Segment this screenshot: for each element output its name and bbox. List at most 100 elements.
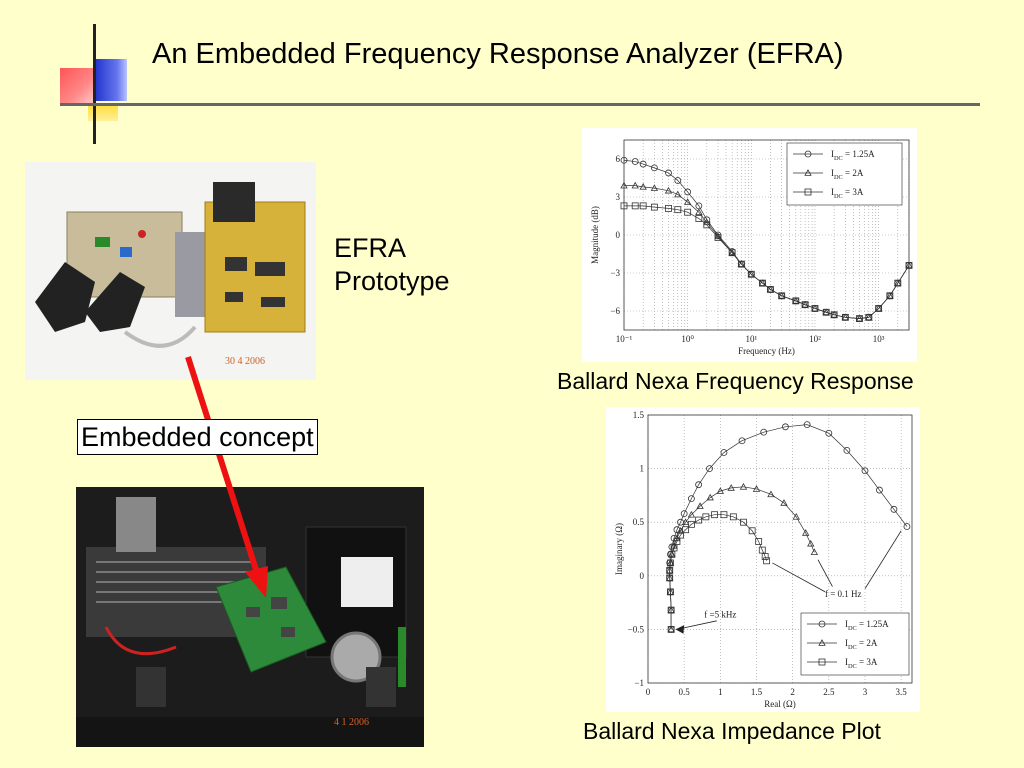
data-point <box>716 487 725 494</box>
data-point <box>702 513 710 521</box>
data-point <box>666 574 674 582</box>
data-point <box>729 513 737 521</box>
data-point <box>695 516 703 524</box>
y-axis-label: Magnitude (dB) <box>590 206 600 264</box>
data-point <box>650 184 659 191</box>
data-point <box>758 279 767 286</box>
series-square <box>620 202 913 323</box>
data-point <box>748 527 756 535</box>
data-point <box>830 311 838 319</box>
legend-marker <box>818 620 826 628</box>
data-point <box>703 221 711 229</box>
data-point <box>747 270 755 278</box>
data-point <box>687 520 695 528</box>
data-point <box>843 446 851 454</box>
data-point <box>737 260 746 267</box>
data-point <box>720 511 728 519</box>
x-tick-label: 10⁻¹ <box>616 334 633 344</box>
data-point <box>684 208 692 216</box>
legend-label: IDC = 2A <box>831 168 864 181</box>
data-point <box>807 539 815 547</box>
data-point <box>706 493 714 501</box>
data-point <box>695 481 703 489</box>
x-axis-label: Frequency (Hz) <box>738 346 795 356</box>
x-tick-label: 10¹ <box>745 334 757 344</box>
data-point <box>810 548 819 556</box>
legend-marker <box>818 658 826 666</box>
data-point <box>792 513 800 520</box>
prototype-label-line2: Prototype <box>334 266 450 296</box>
data-point <box>728 249 736 257</box>
x-tick-label: 10³ <box>873 334 885 344</box>
data-point <box>687 495 695 503</box>
data-point <box>650 164 658 172</box>
data-point <box>639 183 647 190</box>
y-tick-label: 0 <box>616 230 621 240</box>
data-point <box>711 511 718 519</box>
data-point <box>761 553 769 560</box>
data-point <box>875 305 883 312</box>
data-point <box>801 301 809 309</box>
data-point <box>782 423 789 431</box>
data-point <box>894 279 902 287</box>
data-point <box>696 502 704 509</box>
annotation-0-1hz: f = 0.1 Hz <box>825 589 862 599</box>
legend-label: IDC = 3A <box>831 187 864 200</box>
data-point <box>667 625 675 633</box>
data-point <box>677 531 684 539</box>
series-line <box>669 424 908 630</box>
data-point <box>890 505 898 513</box>
y-tick-label: 6 <box>616 154 621 164</box>
x-tick-label: 2 <box>790 687 795 697</box>
data-point <box>665 205 672 212</box>
data-point <box>664 186 673 194</box>
prototype-label: EFRA Prototype <box>334 232 450 298</box>
data-point <box>667 625 675 633</box>
data-point <box>714 234 722 241</box>
data-point <box>825 429 833 437</box>
title-decoration-red <box>60 68 96 103</box>
data-point <box>684 188 692 196</box>
data-point <box>738 260 745 268</box>
data-point <box>865 313 873 321</box>
series-circle <box>666 421 911 633</box>
data-point <box>905 261 913 269</box>
legend-marker <box>818 639 826 646</box>
data-point <box>894 279 902 286</box>
data-point <box>778 292 786 300</box>
data-point <box>674 190 682 198</box>
data-point <box>763 557 771 565</box>
data-point <box>668 550 676 558</box>
x-tick-label: 2.5 <box>823 687 835 697</box>
y-tick-label: 1 <box>640 464 645 474</box>
data-point <box>738 437 746 445</box>
data-point <box>620 202 628 210</box>
embedded-date-stamp: 4 1 2006 <box>334 717 369 728</box>
annotation-5khz: f =5 kHz <box>704 610 736 620</box>
x-tick-label: 1.5 <box>751 687 763 697</box>
data-point <box>739 483 748 490</box>
chart-annotations: f =5 kHz f = 0.1 Hz <box>675 530 902 634</box>
y-tick-label: −0.5 <box>628 624 645 634</box>
prototype-label-line1: EFRA <box>334 233 407 263</box>
slide-title: An Embedded Frequency Response Analyzer … <box>152 38 844 70</box>
data-point <box>861 467 869 475</box>
y-tick-label: 1.5 <box>633 410 645 420</box>
data-point <box>683 198 692 205</box>
data-point <box>673 538 681 545</box>
x-tick-label: 0.5 <box>679 687 691 697</box>
data-point <box>631 158 639 165</box>
prototype-date-stamp: 30 4 2006 <box>225 356 265 367</box>
data-point <box>650 203 658 211</box>
data-point <box>682 526 690 534</box>
y-tick-label: 0.5 <box>633 517 645 527</box>
data-point <box>665 169 672 177</box>
data-point <box>620 156 628 164</box>
data-point <box>695 215 703 222</box>
data-point <box>767 286 774 293</box>
data-point <box>767 490 775 498</box>
data-point <box>822 308 830 316</box>
y-tick-label: −1 <box>634 678 644 688</box>
